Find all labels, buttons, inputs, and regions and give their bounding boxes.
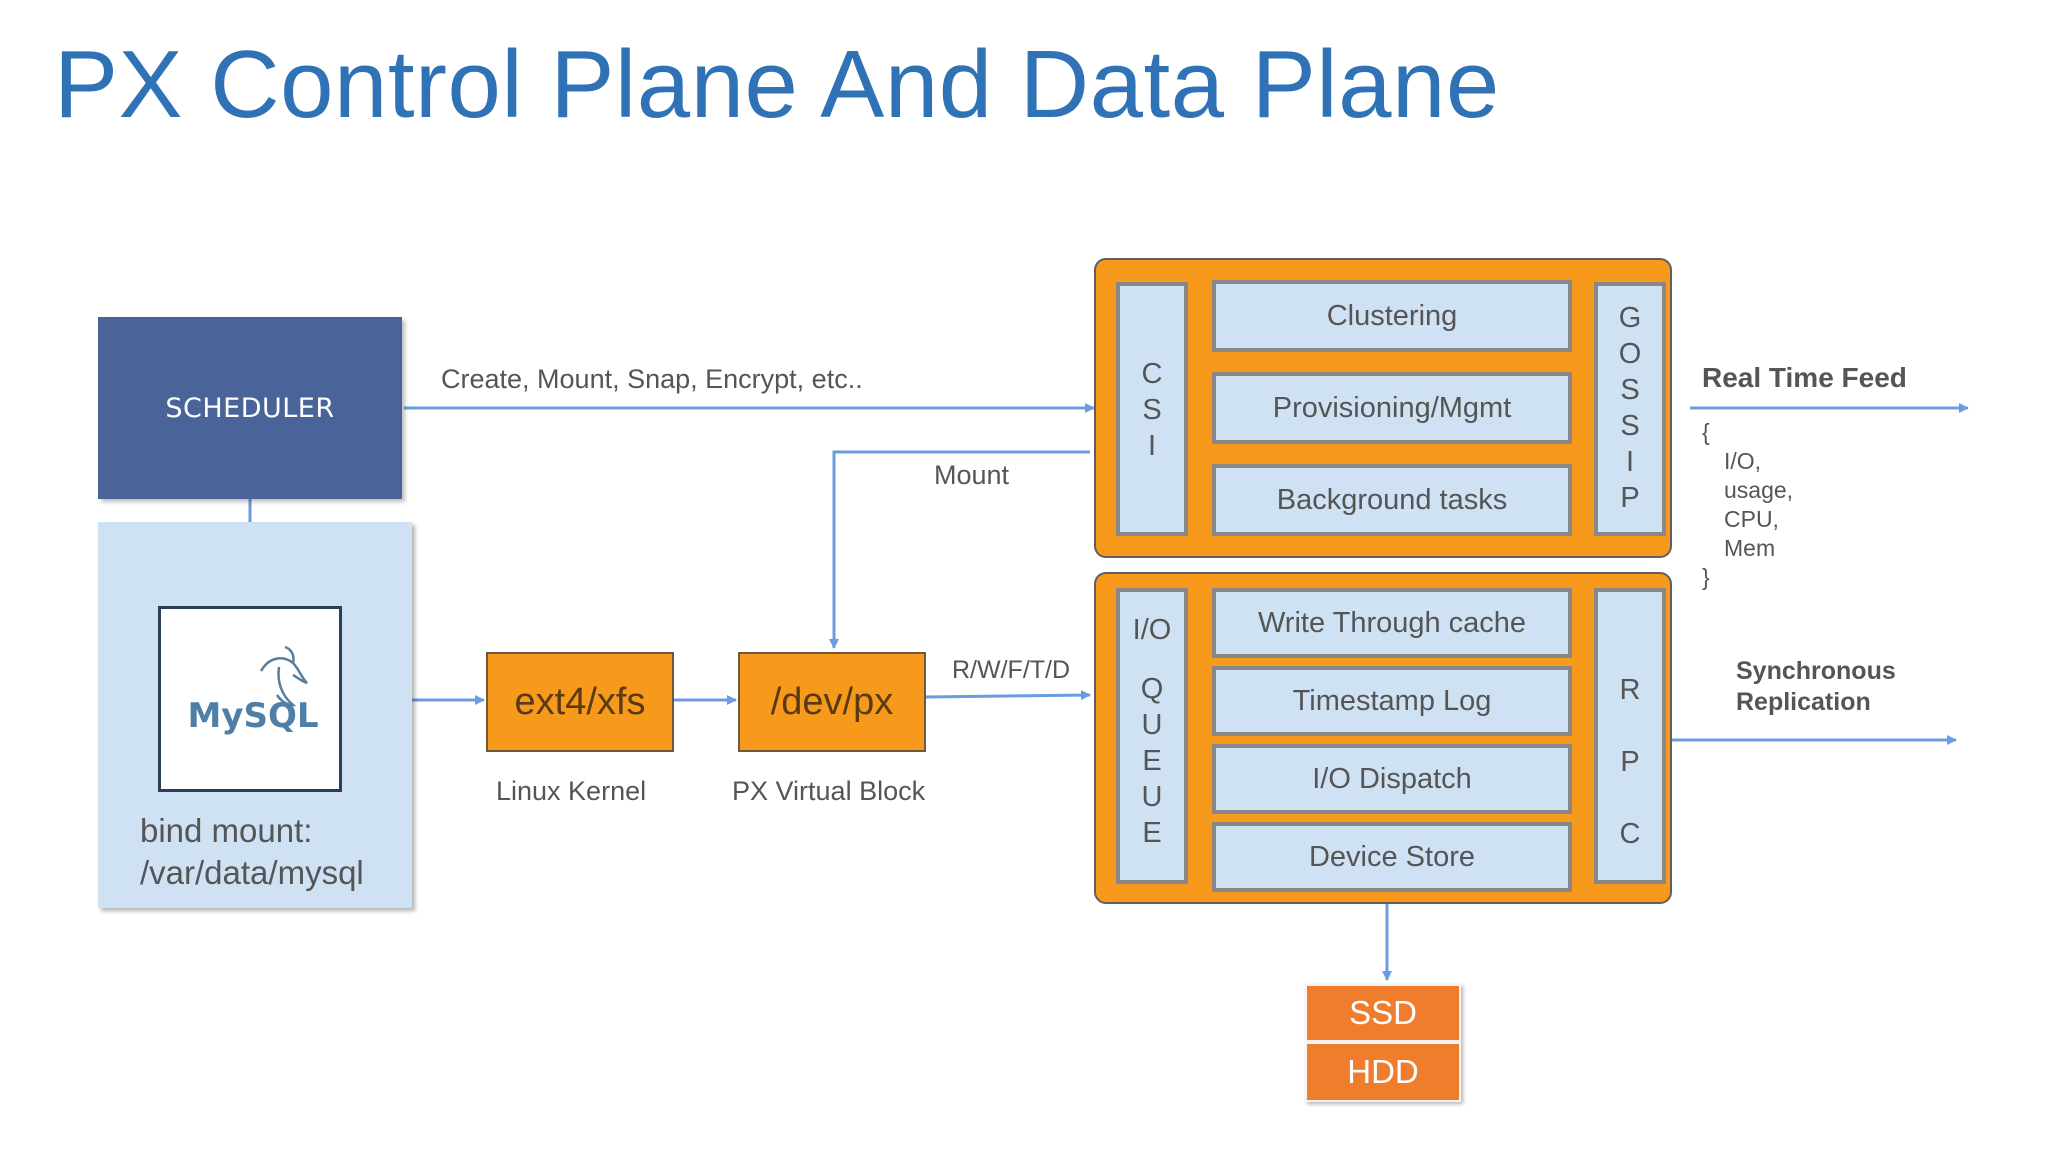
clustering-box: Clustering: [1212, 280, 1572, 352]
gossip-letter: S: [1620, 410, 1640, 442]
provisioning-label: Provisioning/Mgmt: [1272, 391, 1512, 424]
io-dispatch-box: I/O Dispatch: [1212, 744, 1572, 814]
rwftd-label: R/W/F/T/D: [952, 656, 1071, 684]
timestamp-log-label: Timestamp Log: [1292, 684, 1492, 717]
metrics-open-brace: {: [1702, 419, 1710, 445]
metrics-close-brace: }: [1702, 564, 1710, 590]
timestamp-log-box: Timestamp Log: [1212, 666, 1572, 736]
dev-px-label: /dev/px: [770, 680, 894, 723]
csi-box: C S I: [1116, 282, 1188, 536]
clustering-label: Clustering: [1326, 299, 1458, 332]
gossip-letter: I: [1625, 446, 1635, 478]
provisioning-box: Provisioning/Mgmt: [1212, 372, 1572, 444]
bind-mount-line1: bind mount:: [140, 812, 313, 849]
queue-letter: U: [1141, 781, 1163, 813]
background-tasks-label: Background tasks: [1276, 483, 1508, 516]
gossip-letter: O: [1618, 338, 1642, 370]
bind-mount-text: bind mount: /var/data/mysql: [140, 810, 364, 894]
csi-letter: S: [1142, 394, 1162, 426]
scheduler-box: SCHEDULER: [98, 317, 402, 499]
rpc-box: R P C: [1594, 588, 1666, 884]
replication-line1: Synchronous: [1736, 657, 1896, 685]
mysql-logo-icon: MySQL: [187, 645, 319, 736]
io-queue-box: I/O Q U E U E: [1116, 588, 1188, 884]
metric-io: I/O,: [1724, 448, 1762, 474]
mount-label: Mount: [934, 460, 1010, 490]
devpx-to-ioqueue-arrow: [925, 690, 1091, 701]
queue-letter: Q: [1140, 673, 1164, 705]
hdd-label: HDD: [1347, 1053, 1419, 1090]
gossip-letter: P: [1620, 482, 1640, 514]
scheduler-label: SCHEDULER: [165, 392, 335, 424]
replication-label: Synchronous Replication: [1736, 656, 1896, 718]
rpc-letter: C: [1619, 818, 1641, 850]
mysql-logo-text: MySQL: [187, 696, 318, 736]
realtime-feed-title: Real Time Feed: [1702, 362, 1907, 393]
bind-mount-line2: /var/data/mysql: [140, 854, 364, 891]
dev-px-box: /dev/px: [738, 652, 926, 752]
ext4-xfs-box: ext4/xfs: [486, 652, 674, 752]
linux-kernel-caption: Linux Kernel: [496, 776, 647, 806]
ext4-xfs-label: ext4/xfs: [514, 680, 646, 723]
rpc-letter: R: [1619, 674, 1641, 706]
write-through-cache-box: Write Through cache: [1212, 588, 1572, 658]
device-store-label: Device Store: [1308, 840, 1475, 873]
mysql-logo-box: MySQL: [158, 606, 342, 792]
queue-letter: E: [1142, 817, 1162, 849]
device-store-box: Device Store: [1212, 822, 1572, 892]
page-title: PX Control Plane And Data Plane: [54, 31, 1500, 138]
csi-letter: I: [1147, 430, 1157, 462]
rpc-letter: P: [1620, 746, 1640, 778]
gossip-box: G O S S I P: [1594, 282, 1666, 536]
queue-letter: U: [1141, 709, 1163, 741]
mount-arrow: [829, 450, 1090, 649]
px-virtual-block-caption: PX Virtual Block: [732, 776, 926, 806]
metric-usage: usage,: [1724, 477, 1794, 503]
ssd-label: SSD: [1349, 994, 1417, 1031]
create-mount-label: Create, Mount, Snap, Encrypt, etc..: [441, 364, 863, 394]
csi-letter: C: [1141, 358, 1163, 390]
gossip-letter: S: [1620, 374, 1640, 406]
ssd-box: SSD: [1305, 984, 1461, 1042]
io-label: I/O: [1132, 614, 1172, 646]
write-through-cache-label: Write Through cache: [1257, 606, 1527, 639]
gossip-letter: G: [1618, 302, 1642, 334]
hdd-box: HDD: [1305, 1042, 1461, 1102]
queue-letter: E: [1142, 745, 1162, 777]
metric-mem: Mem: [1724, 535, 1776, 561]
replication-line2: Replication: [1736, 688, 1871, 716]
metric-cpu: CPU,: [1724, 506, 1779, 532]
io-dispatch-label: I/O Dispatch: [1312, 762, 1472, 795]
realtime-feed-metrics: { I/O, usage, CPU, Mem }: [1702, 418, 1793, 592]
background-tasks-box: Background tasks: [1212, 464, 1572, 536]
